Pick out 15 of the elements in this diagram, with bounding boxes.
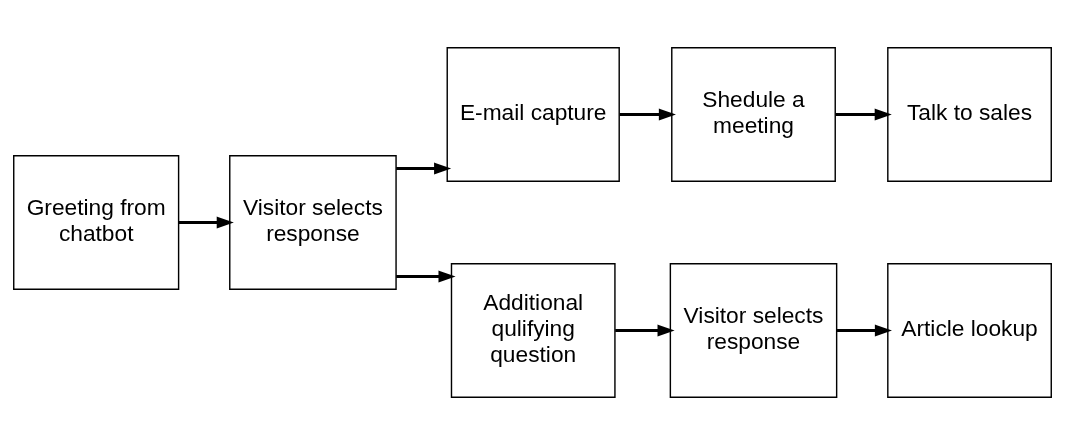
arrow — [396, 162, 452, 174]
arrow — [396, 270, 456, 282]
arrow — [619, 108, 676, 120]
arrow — [837, 324, 892, 336]
node-box: Visitor selects response — [669, 262, 838, 398]
node-box: Additional qulifying question — [450, 262, 616, 398]
arrow — [615, 324, 675, 336]
arrow — [835, 108, 892, 120]
node-box: Article lookup — [887, 262, 1052, 398]
node-box: Greeting from chatbot — [13, 154, 180, 290]
node-box: Talk to sales — [887, 46, 1052, 182]
node-box: Shedule a meeting — [671, 46, 836, 182]
arrow — [178, 216, 234, 228]
node-box: Visitor selects response — [229, 154, 397, 290]
node-box: E-mail capture — [446, 46, 620, 182]
